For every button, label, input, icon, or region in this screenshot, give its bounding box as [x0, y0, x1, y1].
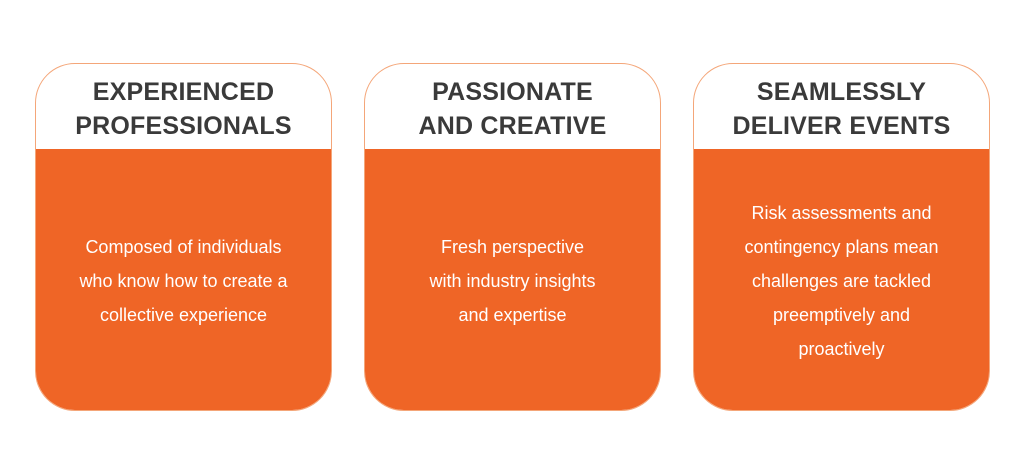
card-description: Fresh perspective with industry insights…	[365, 149, 660, 410]
card-title: SEAMLESSLY DELIVER EVENTS	[732, 77, 951, 140]
card-description: Composed of individuals who know how to …	[36, 149, 331, 410]
card-title: EXPERIENCED PROFESSIONALS	[75, 77, 292, 140]
card-seamlessly-deliver-events: SEAMLESSLY DELIVER EVENTS Risk assessmen…	[693, 63, 990, 411]
card-title: PASSIONATE AND CREATIVE	[418, 77, 607, 140]
card-experienced-professionals: EXPERIENCED PROFESSIONALS Composed of in…	[35, 63, 332, 411]
card-passionate-and-creative: PASSIONATE AND CREATIVE Fresh perspectiv…	[364, 63, 661, 411]
card-description: Risk assessments and contingency plans m…	[694, 149, 989, 410]
